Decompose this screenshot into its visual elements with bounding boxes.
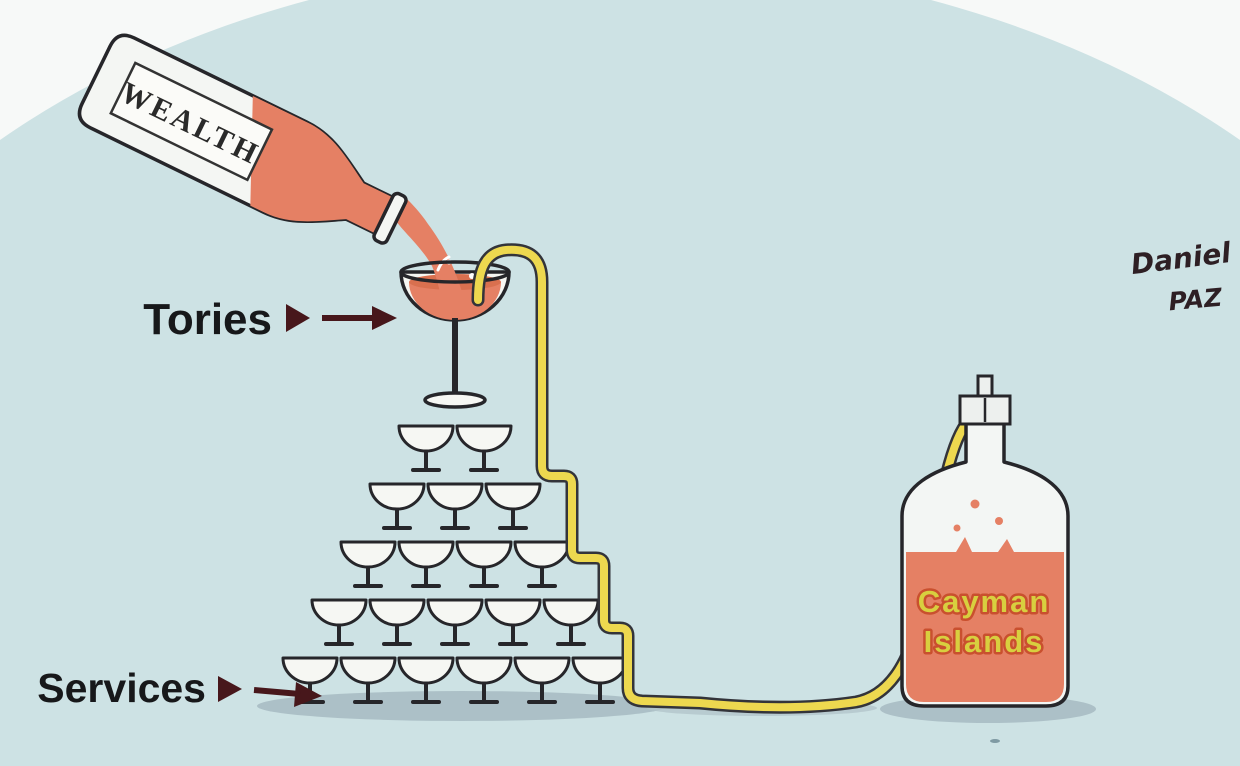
wealth-bottle: WEALTH: [77, 33, 412, 263]
services-label: Services: [37, 665, 206, 711]
cayman-splash: [998, 539, 1014, 552]
services-arrow-head: [294, 682, 322, 707]
cayman-droplet: [953, 524, 961, 532]
cayman-liquid: [906, 552, 1064, 702]
ground-speck: [990, 739, 1000, 743]
tories-label: Tories: [143, 295, 272, 344]
cayman-droplet: [970, 499, 980, 509]
wealth-bottle-lip: [372, 191, 408, 245]
pour-stream: [392, 198, 462, 292]
cayman-label-line2: Islands: [924, 624, 1045, 659]
cayman-droplet: [995, 517, 1003, 525]
tories-arrow-tail: [286, 304, 310, 332]
cayman-bottle: Cayman Islands: [900, 374, 1070, 708]
services-annotation: Services: [37, 665, 322, 711]
services-arrow-tail: [218, 676, 242, 702]
tories-glass-rim: [399, 260, 511, 284]
cayman-label-line1: Cayman: [918, 584, 1051, 619]
tories-arrow-head: [372, 306, 397, 330]
wealth-label: [109, 61, 274, 182]
cayman-splash: [956, 537, 972, 552]
tower-shadow: [257, 691, 667, 721]
signature-line2: PAZ: [1167, 283, 1224, 317]
tories-annotation: Tories: [143, 295, 397, 344]
tories-glass-foot: [423, 391, 487, 409]
services-arrow-shaft: [253, 687, 301, 697]
